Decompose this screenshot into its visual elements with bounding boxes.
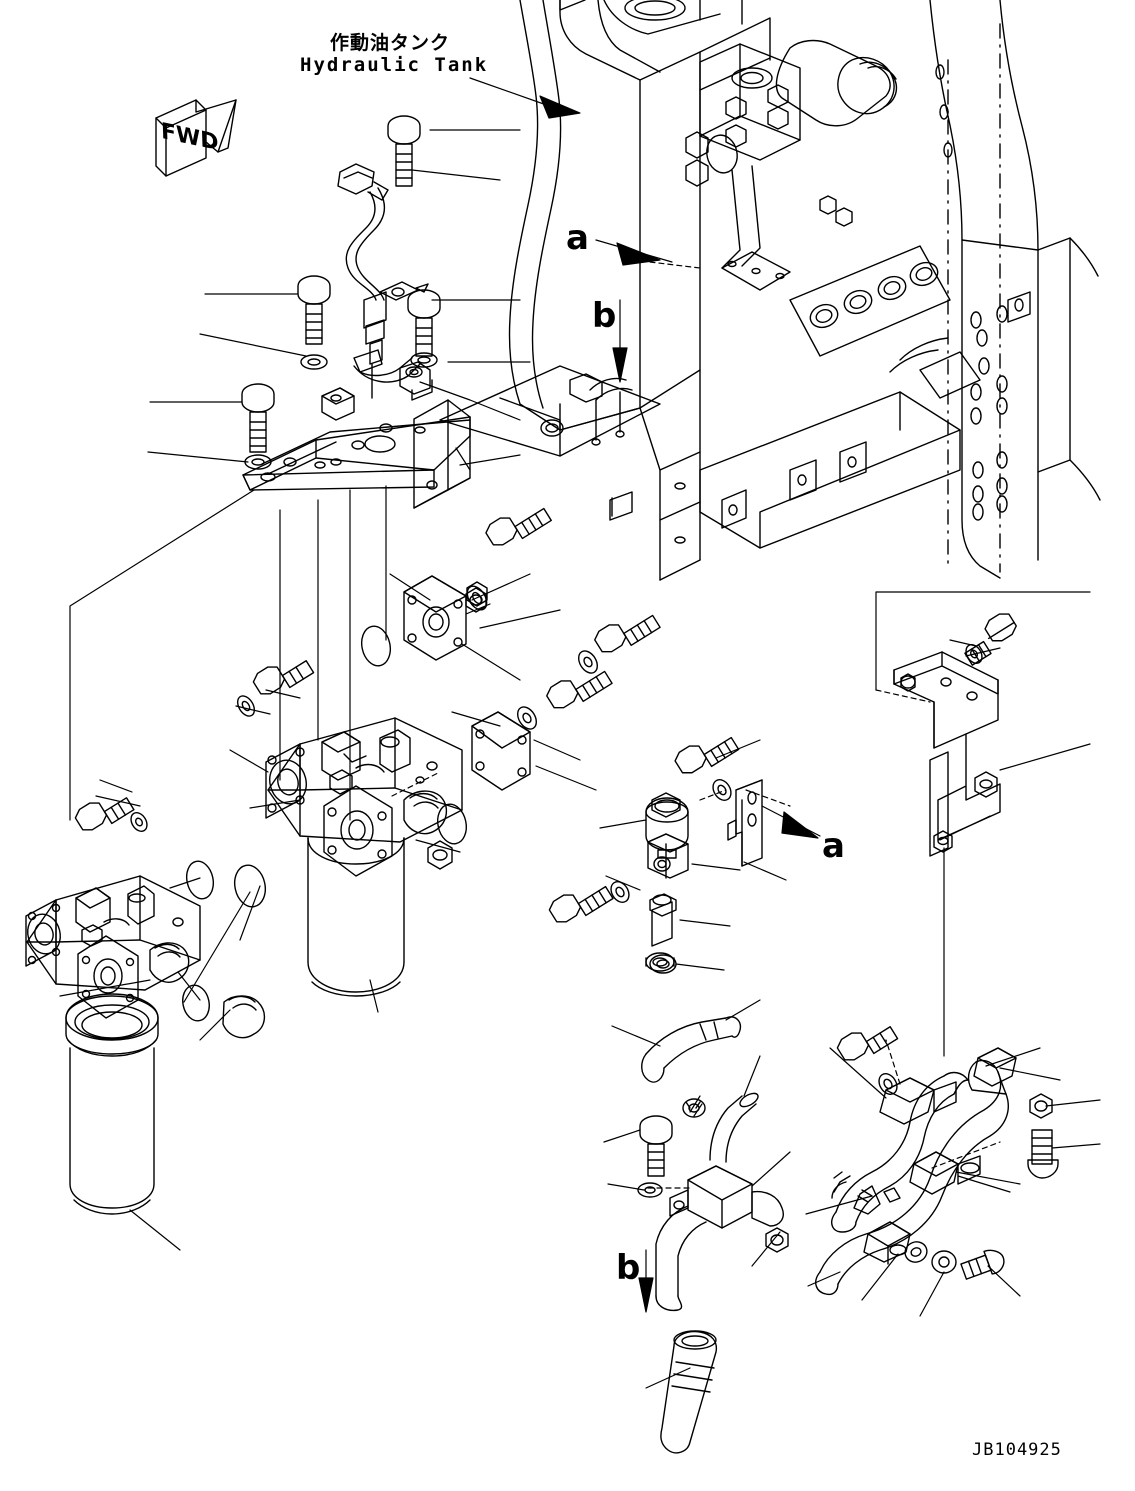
bolt: [546, 670, 613, 709]
bolt: [407, 289, 441, 357]
filter-head-lower: [25, 875, 201, 1019]
clamp: [682, 1098, 706, 1118]
o-ring: [360, 625, 392, 667]
frame-rail: [609, 0, 1101, 579]
washer: [712, 779, 732, 801]
tube-assembly: [655, 1092, 784, 1454]
filter-element-cup: [65, 993, 159, 1215]
bolt: [960, 1249, 1005, 1280]
bolt: [241, 383, 275, 453]
bolt: [252, 660, 315, 695]
section-a-right-label: a: [822, 826, 845, 866]
valve-cartridge: [645, 792, 689, 859]
section-b-lower-label: b: [616, 1248, 641, 1288]
hydraulic-tank: [508, 0, 898, 581]
fitting-block: [647, 833, 689, 879]
section-a-upper-label: a: [566, 218, 589, 258]
bolt: [548, 885, 614, 923]
bolt: [1027, 1129, 1059, 1179]
washer: [517, 706, 537, 730]
tank-underside-detail: [439, 365, 661, 457]
washer: [965, 644, 983, 664]
washer: [578, 650, 598, 674]
bolt: [387, 115, 421, 187]
bolt: [639, 1115, 673, 1177]
filter-head-upper: [265, 717, 463, 877]
o-ring: [233, 864, 267, 908]
bolt: [485, 507, 552, 546]
washer: [610, 881, 630, 903]
hose-assembly: [815, 1047, 1017, 1296]
washer: [637, 1182, 663, 1198]
hydraulic-tank-label-en: Hydraulic Tank: [300, 54, 489, 76]
drawing-number: JB104925: [972, 1440, 1062, 1460]
bolt: [964, 613, 1017, 666]
washer: [300, 354, 328, 370]
nut: [466, 581, 488, 607]
hose-short: [641, 1016, 742, 1083]
section-b-upper-label: b: [592, 296, 617, 336]
bolt: [297, 275, 331, 345]
nut: [427, 840, 453, 870]
filter-canister: [307, 837, 405, 997]
mounting-plate-small: [727, 779, 763, 867]
mounting-bracket-right: [893, 651, 1001, 857]
fwd-arrow-icon: [155, 99, 237, 177]
washer: [931, 1250, 957, 1274]
plug-cap: [222, 995, 265, 1039]
washer: [904, 1241, 928, 1263]
o-ring: [185, 860, 215, 900]
fitting-stud: [649, 893, 677, 947]
o-ring: [436, 803, 468, 845]
nut: [765, 1227, 789, 1253]
bolt: [74, 797, 135, 831]
leader-lines: [59, 77, 1101, 1389]
bolt: [836, 1026, 899, 1061]
bolt: [594, 614, 661, 653]
washer: [130, 812, 148, 832]
flange-plate-b: [471, 711, 531, 791]
hydraulic-tank-label-jp: 作動油タンク: [330, 32, 451, 54]
o-ring: [182, 984, 210, 1022]
washer: [410, 352, 438, 368]
fasteners: [74, 115, 1059, 1280]
washer: [878, 1073, 898, 1095]
mounting-bracket-left: [242, 349, 471, 509]
